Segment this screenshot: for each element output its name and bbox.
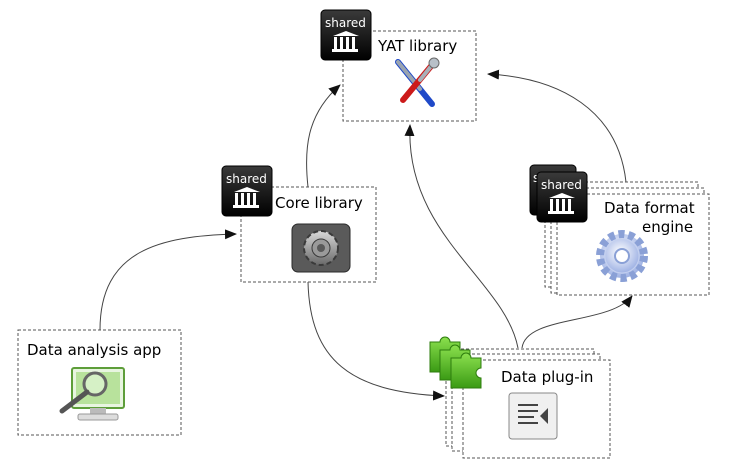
node-core-library[interactable]: Core library shared bbox=[221, 165, 377, 283]
edge-engine-to-yat bbox=[487, 69, 627, 183]
shared-badge-label: shared bbox=[541, 178, 582, 192]
cog-icon bbox=[596, 230, 648, 282]
shared-badge-core: shared bbox=[221, 165, 273, 217]
puzzle-piece-icon bbox=[429, 336, 482, 389]
edge-plugin-to-yat bbox=[404, 124, 519, 349]
node-data-format-engine[interactable]: Data format engine s shared bbox=[529, 164, 710, 296]
node-data-analysis-app[interactable]: Data analysis app bbox=[17, 329, 182, 436]
plugin-label: Data plug-in bbox=[501, 368, 593, 386]
edges bbox=[99, 69, 633, 401]
node-data-plugin[interactable]: Data plug-in bbox=[429, 336, 611, 459]
shared-badge-label: shared bbox=[226, 172, 267, 186]
shared-badge-yat: shared bbox=[320, 9, 372, 61]
engine-label-line1: Data format bbox=[604, 199, 695, 217]
shared-badge-engine: shared bbox=[536, 171, 588, 223]
document-list-icon bbox=[508, 392, 558, 440]
library-building-icon bbox=[332, 31, 359, 52]
shared-badge-back-label: s bbox=[533, 171, 539, 185]
shared-badge-label: shared bbox=[325, 16, 366, 30]
yat-library-label: YAT library bbox=[377, 37, 457, 55]
node-yat-library[interactable]: YAT library shared bbox=[320, 9, 477, 122]
edge-plugin-to-engine bbox=[521, 295, 633, 349]
magnifier-computer-icon bbox=[59, 367, 125, 421]
core-library-label: Core library bbox=[275, 194, 363, 212]
edge-core-to-yat bbox=[306, 84, 341, 188]
tools-icon bbox=[395, 57, 440, 107]
library-building-icon bbox=[233, 187, 260, 208]
library-building-icon bbox=[548, 193, 575, 214]
app-label: Data analysis app bbox=[27, 341, 161, 359]
engine-label-line2: engine bbox=[642, 218, 693, 236]
edge-app-to-core bbox=[99, 229, 237, 331]
gear-settings-icon bbox=[291, 223, 351, 273]
edge-core-to-plugin bbox=[307, 281, 445, 401]
